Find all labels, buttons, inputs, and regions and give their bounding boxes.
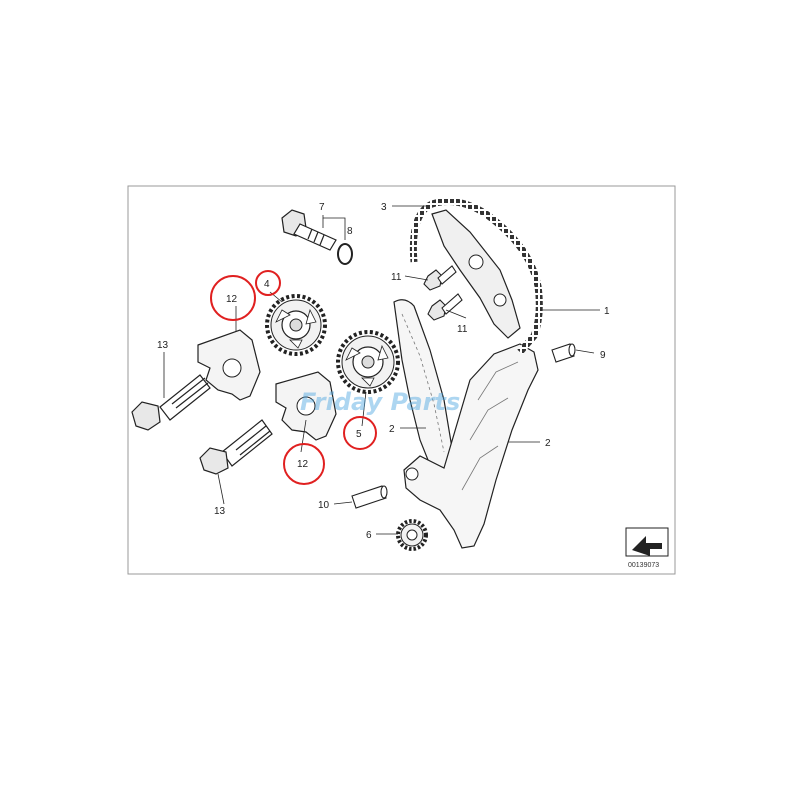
plate-hole-lower bbox=[296, 396, 316, 416]
tensioner-rail-2 bbox=[403, 343, 539, 549]
view-direction-icon bbox=[625, 527, 669, 557]
callout-3: 3 bbox=[381, 202, 387, 213]
highlight-circles bbox=[210, 270, 377, 485]
bolt-11-upper bbox=[423, 265, 457, 291]
bolt-11-lower bbox=[427, 293, 463, 321]
pin-10 bbox=[351, 485, 388, 509]
crankshaft-sprocket-6 bbox=[396, 519, 428, 551]
highlight-12-upper bbox=[210, 275, 256, 321]
callout-2-front-rail: 2 bbox=[389, 424, 395, 435]
bolt-7 bbox=[281, 209, 337, 251]
leader-lines bbox=[163, 205, 600, 535]
timing-chain-1 bbox=[409, 198, 543, 355]
watermark-text: Friday Parts bbox=[300, 388, 460, 416]
callout-13-upper: 13 bbox=[157, 340, 169, 351]
tensioner-pivot bbox=[405, 467, 419, 481]
guide-rail-2-front bbox=[393, 299, 457, 477]
camshaft-sprocket-5 bbox=[336, 330, 400, 394]
callout-13-lower: 13 bbox=[214, 506, 226, 517]
highlight-5 bbox=[343, 416, 377, 450]
callout-4: 4 bbox=[264, 279, 270, 290]
callout-6: 6 bbox=[366, 530, 372, 541]
callout-2-tensioner-rail: 2 bbox=[545, 438, 551, 449]
callout-9: 9 bbox=[600, 350, 606, 361]
callout-1: 1 bbox=[604, 306, 610, 317]
callout-12-upper: 12 bbox=[226, 294, 238, 305]
highlight-4 bbox=[255, 270, 281, 296]
washer-8 bbox=[337, 243, 353, 265]
callout-11-lower: 11 bbox=[457, 324, 468, 335]
callout-8: 8 bbox=[347, 226, 353, 237]
callout-5: 5 bbox=[356, 429, 362, 440]
callout-12-lower: 12 bbox=[297, 459, 309, 470]
bolt-13-lower bbox=[199, 419, 273, 475]
plate-hole-upper bbox=[222, 358, 242, 378]
diagram-frame bbox=[127, 185, 676, 575]
callout-11-upper: 11 bbox=[391, 272, 402, 283]
highlight-12-lower bbox=[283, 443, 325, 485]
callout-10: 10 bbox=[318, 500, 330, 511]
bolt-13-upper bbox=[131, 374, 211, 431]
callout-7: 7 bbox=[319, 202, 325, 213]
pin-9 bbox=[551, 343, 576, 363]
camshaft-sprocket-4 bbox=[265, 294, 327, 356]
drawing-number: 00139073 bbox=[628, 562, 659, 569]
